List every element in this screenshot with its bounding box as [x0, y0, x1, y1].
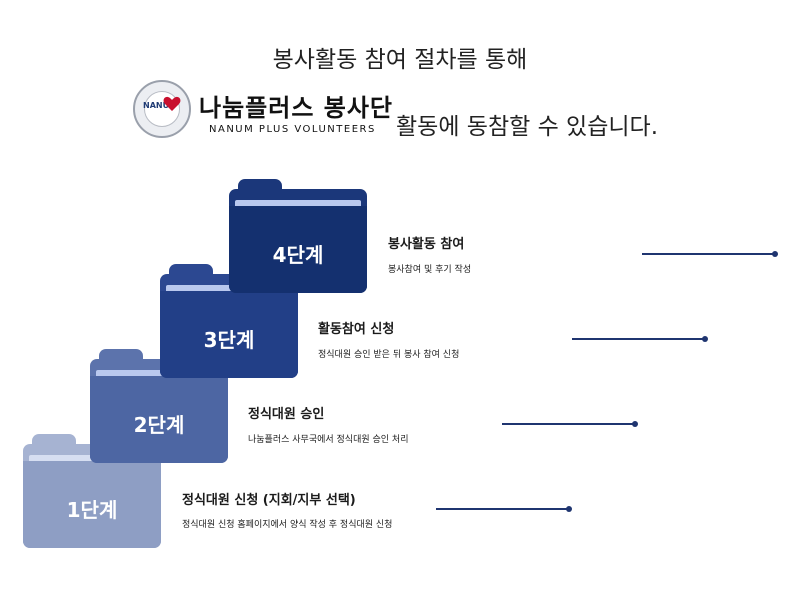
logo-name-english: NANUM PLUS VOLUNTEERS [209, 124, 376, 135]
connector-dot-icon [632, 421, 638, 427]
step-2-label: 2단계 [133, 413, 185, 437]
step-2-description: 나눔플러스 사무국에서 정식대원 승인 처리 [248, 435, 409, 445]
step-3-label: 3단계 [203, 328, 255, 352]
volunteers-seal-icon: NANU [133, 80, 191, 138]
heart-icon [163, 96, 181, 111]
connector-dot-icon [772, 251, 778, 257]
step-2-connector [502, 421, 638, 427]
headline-line2: 활동에 동참할 수 있습니다. [396, 114, 659, 140]
connector-dot-icon [566, 506, 572, 512]
nanum-plus-logo: NANU 나눔플러스 봉사단 NANUM PLUS VOLUNTEERS [133, 80, 392, 140]
step-3-description: 정식대원 승인 받은 뒤 봉사 참여 신청 [318, 350, 460, 360]
step-4-title: 봉사활동 참여 [388, 237, 465, 252]
step-1-label: 1단계 [66, 498, 118, 522]
step-4-description: 봉사참여 및 후기 작성 [388, 265, 472, 275]
step-4-connector [642, 251, 778, 257]
headline-line1: 봉사활동 참여 절차를 통해 [272, 47, 528, 73]
seal-text: NANU [143, 101, 170, 110]
step-4-label: 4단계 [272, 243, 324, 267]
step-3-title: 활동참여 신청 [318, 322, 395, 337]
connector-dot-icon [702, 336, 708, 342]
step-1-title: 정식대원 신청 (지회/지부 선택) [182, 493, 356, 508]
step-2-title: 정식대원 승인 [248, 407, 325, 422]
step-4-folder: 4단계 [229, 179, 367, 293]
step-3-connector [572, 336, 708, 342]
step-1-description: 정식대원 신청 홈페이지에서 양식 작성 후 정식대원 신청 [182, 520, 393, 530]
step-2-folder: 2단계 [90, 349, 228, 463]
logo-name-korean: 나눔플러스 봉사단 [199, 94, 393, 122]
step-1-connector [436, 506, 572, 512]
